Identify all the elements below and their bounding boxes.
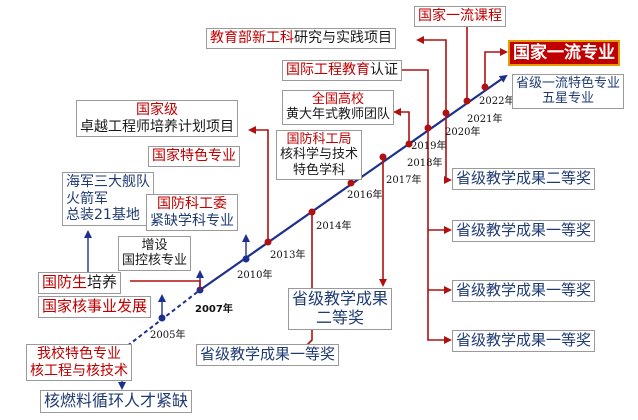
award-right-second-box: 省级教学成果二等奖 — [452, 168, 596, 190]
national-first-class-major-box: 国家一流专业 — [508, 40, 620, 67]
connector-2013 — [248, 126, 269, 242]
defense-bureau-box: 国防科工局 核科学与技术 特色学科 — [276, 130, 363, 180]
defense-major-box: 增设 国控核专业 — [118, 236, 192, 271]
award-bottom-first-box: 省级教学成果一等奖 — [196, 344, 340, 366]
intl-accreditation-box: 国际工程教育认证 — [282, 60, 402, 81]
award-right-first-box-2: 省级教学成果一等奖 — [452, 280, 596, 302]
moe-project-box: 教育部新工科研究与实践项目 — [206, 28, 396, 49]
year-2014: 2014年 — [316, 221, 352, 232]
defense-committee-box: 国防科工委 紧缺学科专业 — [146, 194, 238, 232]
year-2005: 2005年 — [150, 330, 186, 341]
year-2021: 2021年 — [467, 114, 503, 125]
navy-rocket-base-box: 海军三大舰队 火箭军 总装21基地 — [62, 172, 154, 226]
year-2022: 2022年 — [479, 96, 515, 107]
connector-2014 — [301, 212, 313, 354]
award-middle-second-box: 省级教学成果 二等奖 — [288, 288, 393, 330]
defense-training-box: 国防生培养 — [38, 272, 122, 294]
connector-2022 — [484, 48, 508, 87]
year-2013: 2013年 — [270, 250, 306, 261]
connector-2020b — [444, 113, 452, 184]
connector-2020 — [416, 36, 447, 113]
nuclear-industry-box: 国家核事业发展 — [38, 296, 152, 318]
connector-defense — [130, 280, 201, 290]
year-2020: 2020年 — [445, 127, 481, 138]
school-feature-box: 我校特色专业 核工程与核技术 — [26, 344, 132, 382]
year-2016: 2016年 — [347, 190, 383, 201]
excellent-engineer-box: 国家级 卓越工程师培养计划项目 — [76, 100, 238, 138]
provincial-first-class-major-box: 省级一流特色专业 五星专业 — [512, 74, 625, 109]
year-2007: 2007年 — [195, 304, 233, 315]
year-2017: 2017年 — [386, 175, 422, 186]
national-course-box: 国家一流课程 — [414, 6, 506, 27]
year-2010: 2010年 — [237, 270, 273, 281]
year-2019: 2019年 — [411, 141, 447, 152]
nuclear-fuel-shortage-box: 核燃料循环人才紧缺 — [40, 390, 193, 413]
award-right-first-box-1: 省级教学成果一等奖 — [452, 220, 596, 242]
connector-2018 — [393, 108, 410, 144]
year-2018: 2018年 — [407, 158, 443, 169]
award-right-first-box-3: 省级教学成果一等奖 — [452, 330, 596, 352]
teacher-team-box: 全国高校 黄大年式教师团队 — [282, 90, 395, 125]
national-feature-major-box: 国家特色专业 — [148, 146, 240, 167]
connector-2019b — [427, 128, 452, 344]
